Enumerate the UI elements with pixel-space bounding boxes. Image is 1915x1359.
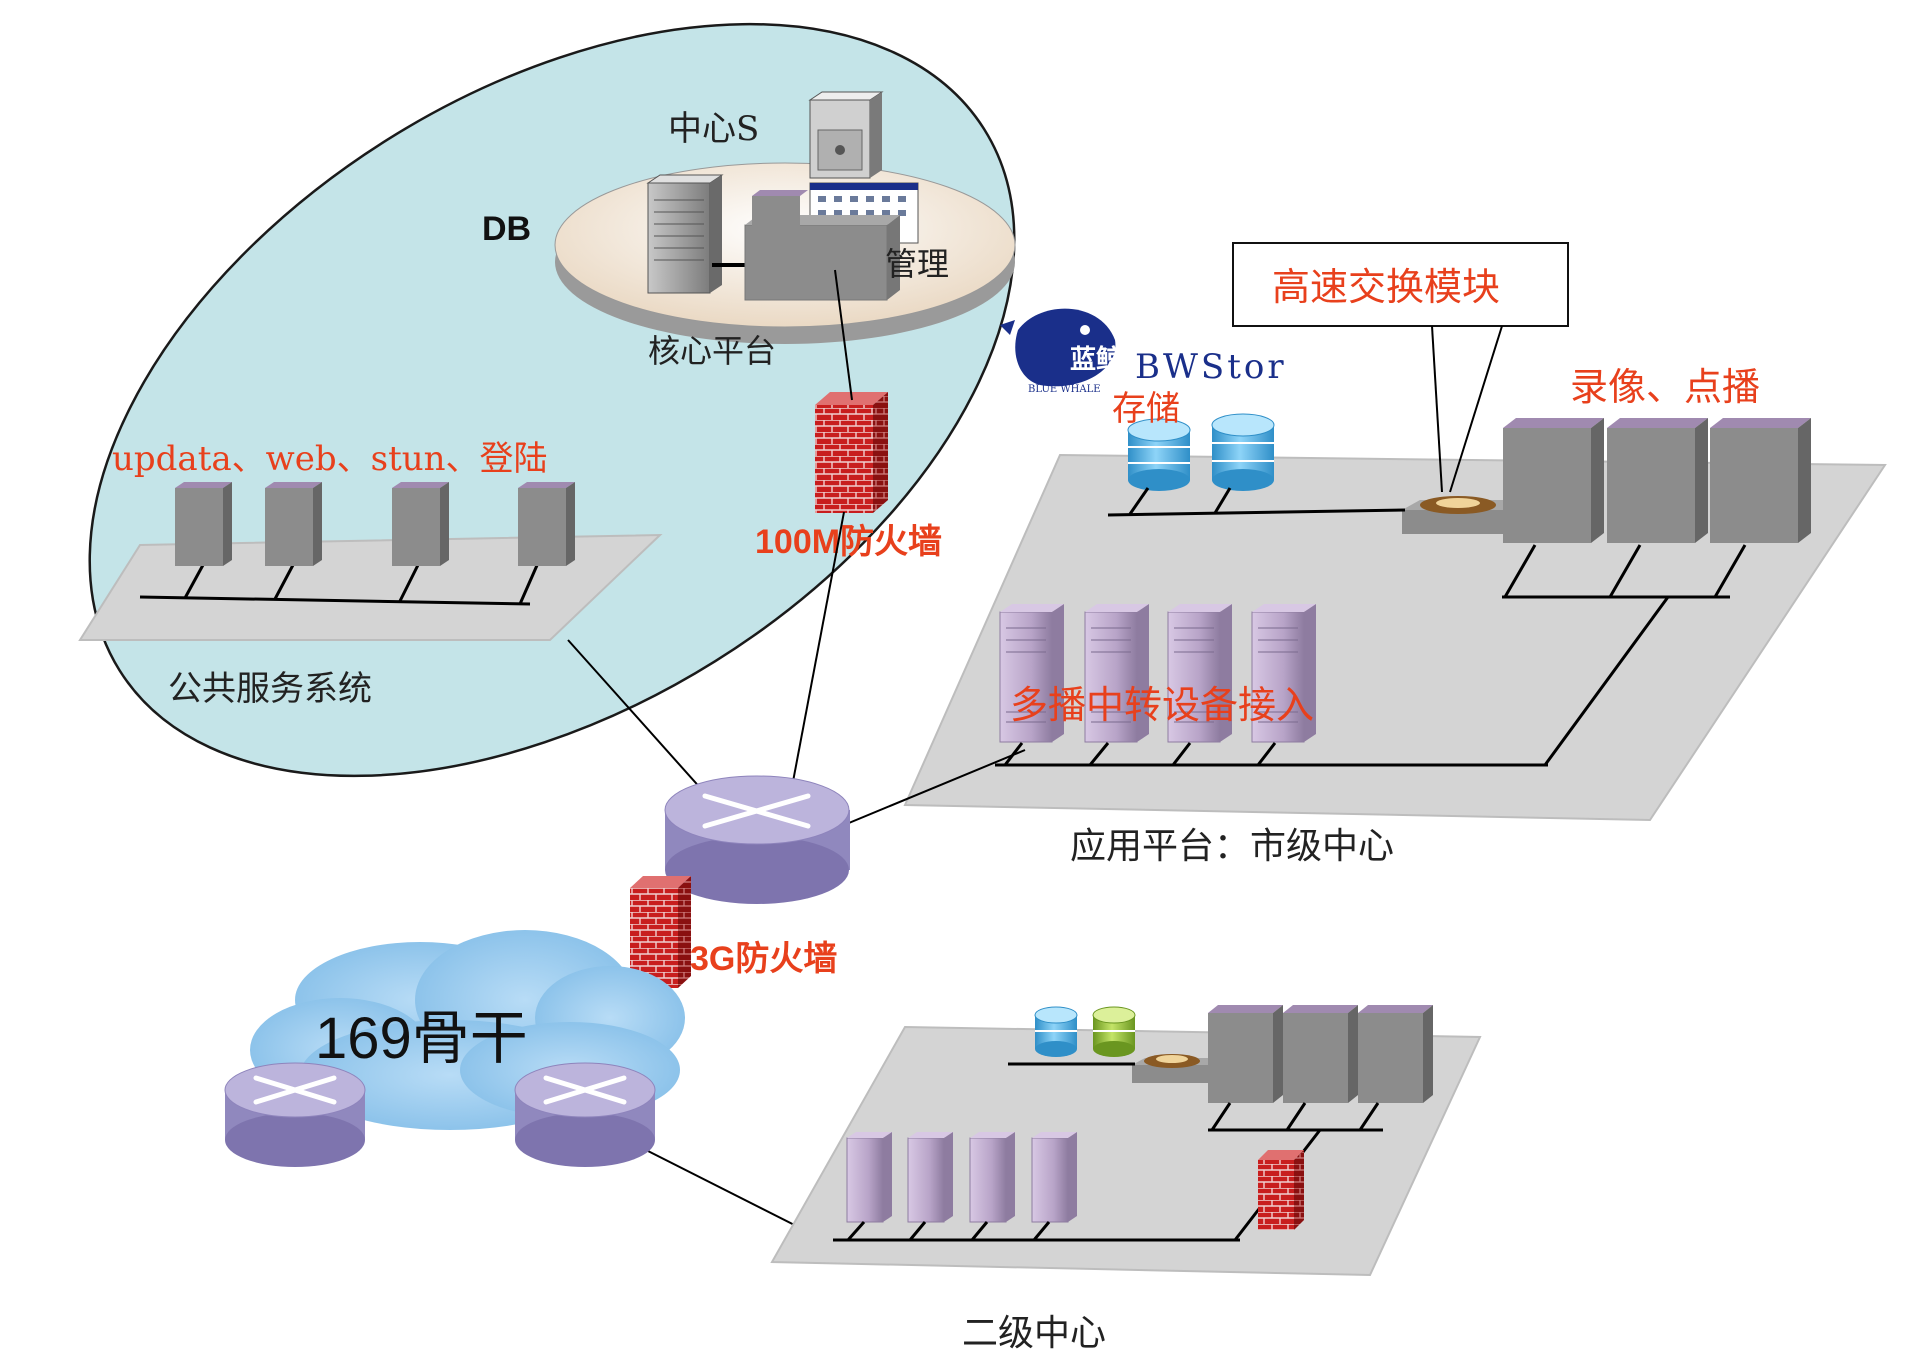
secondary-server-2 [1283,1005,1358,1103]
sec-tower-1 [846,1132,892,1223]
server-stun [392,482,449,566]
server-updata [175,482,232,566]
record-vod-servers [1503,418,1811,543]
center-s-server [808,91,884,179]
callout-pointer [1431,325,1503,493]
secondary-firewall [1258,1150,1304,1230]
server-login [518,482,575,566]
storage-cylinder-1 [1127,418,1191,491]
label-bwstor: BWStor [1135,347,1287,387]
secondary-servers [1208,1005,1433,1103]
secondary-storage-green [1092,1006,1136,1057]
label-core-platform: 核心平台 [648,332,776,370]
secondary-storage-blue [1034,1006,1078,1057]
label-app-platform: 应用平台：市级中心 [1070,826,1394,867]
label-center-s: 中心S [668,109,759,149]
label-switch-module: 高速交换模块 [1272,265,1500,309]
multicast-towers [999,604,1316,743]
label-manage: 管理 [885,245,949,283]
backbone-router-2 [514,1062,656,1167]
public-servers [175,482,575,566]
svg-text:BLUE WHALE: BLUE WHALE [1028,384,1101,395]
vod-server-1 [1503,418,1604,543]
storage-bus [1107,487,1406,517]
sec-tower-4 [1031,1132,1077,1223]
switch-module-callout [1232,242,1569,327]
public-server-bus [139,562,540,606]
core-router [664,775,850,904]
sec-tower-3 [969,1132,1015,1223]
backbone-router-1 [224,1062,366,1167]
label-storage: 存储 [1112,389,1180,429]
label-db: DB [482,210,531,248]
secondary-tower-bus [833,1221,1240,1242]
firewall-100m [815,392,888,513]
sec-tower-2 [907,1132,953,1223]
label-secondary-center: 二级中心 [962,1313,1106,1354]
switch-module-device [1402,496,1528,534]
label-record-vod: 录像、点播 [1570,365,1760,409]
secondary-switch-device [1132,1054,1223,1083]
secondary-towers [846,1132,1077,1223]
relay-tower-4 [1251,604,1316,743]
server-web [265,482,322,566]
label-firewall-3g: 3G防火墙 [690,940,837,978]
label-public-servers: updata、web、stun、登陆 [112,439,548,479]
label-public-service-system: 公共服务系统 [168,669,372,709]
relay-tower-1 [999,604,1064,743]
db-server [646,174,724,294]
storage-cylinder-2 [1211,413,1275,491]
relay-bus [995,742,1548,767]
label-backbone: 169骨干 [315,1006,528,1071]
relay-tower-2 [1084,604,1149,743]
label-firewall-100m: 100M防火墙 [755,523,942,561]
secondary-server-1 [1208,1005,1283,1103]
secondary-server-3 [1358,1005,1433,1103]
vod-server-2 [1607,418,1708,543]
relay-tower-3 [1167,604,1232,743]
bluewhale-logo: 蓝鲸 BLUE WHALE [1000,308,1122,395]
svg-text:蓝鲸: 蓝鲸 [1070,344,1122,375]
label-multicast-relay: 多播中转设备接入 [1010,683,1314,727]
core-switch-box [744,190,900,301]
vod-server-3 [1710,418,1811,543]
